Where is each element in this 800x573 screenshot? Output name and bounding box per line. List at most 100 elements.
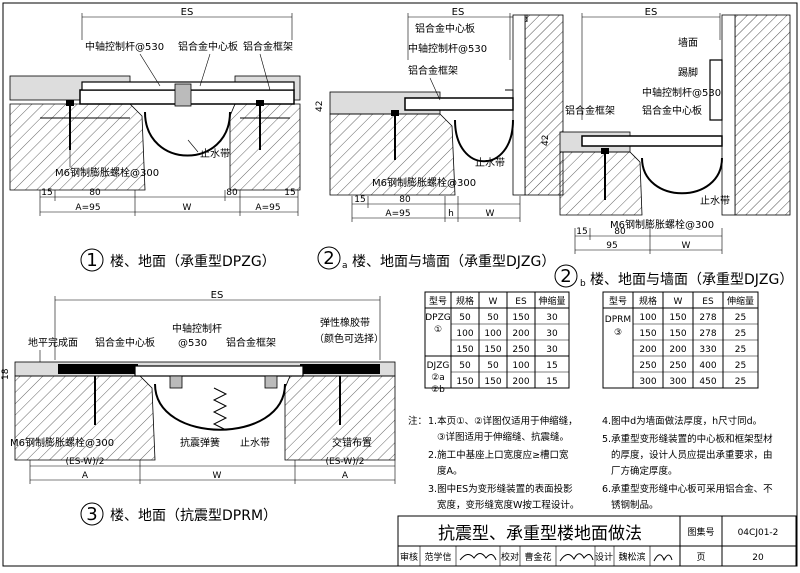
- d3-label-frame: 铝合金框架: [226, 336, 276, 349]
- d2a-dim-42: 42: [315, 101, 325, 112]
- d3-label-staggered: 交错布置: [332, 436, 372, 449]
- table-2-cell: 25: [735, 361, 746, 371]
- table-1-cell: 100: [456, 329, 473, 339]
- tb-design-signature: [653, 554, 673, 562]
- table-2-cell: 150: [639, 329, 656, 339]
- table-2-header: 伸缩量: [727, 295, 754, 307]
- notes-head: 注：: [408, 415, 427, 427]
- d1-concrete-left: [9, 103, 146, 191]
- d3-dim-18: 18: [1, 368, 11, 380]
- d2a-dim-80: 80: [399, 195, 411, 205]
- d1-dim-w: W: [183, 203, 192, 213]
- table-1-model: ②a: [431, 373, 445, 383]
- table-2-model: ③: [614, 328, 622, 338]
- tb-check-name: 曹金花: [524, 551, 551, 563]
- notes: 注： 1.本页①、②详图仅适用于伸缩缝， ③详图适用于伸缩缝、抗震缝。 2.施工…: [408, 415, 773, 511]
- table-2-header: 规格: [639, 295, 657, 307]
- table-2-cell: 100: [639, 313, 656, 323]
- d3-label-axis-rod-1: 中轴控制杆: [172, 322, 222, 335]
- table-2-cell: 250: [639, 361, 656, 371]
- d1-label-axis-rod: 中轴控制杆@530: [85, 40, 164, 53]
- d3-spring: [212, 387, 228, 431]
- d1-waterstop: [144, 111, 231, 157]
- d1-es-label: ES: [181, 7, 194, 18]
- d3-dim-half-right: (ES-W)/2: [326, 457, 365, 467]
- title-block: 抗震型、承重型楼地面做法 图集号 04CJ01-2 审核 范学信 校对 曹金花 …: [397, 515, 797, 567]
- d1-dim-80-left: 80: [89, 188, 101, 198]
- table-1-cell: 150: [456, 377, 473, 387]
- d3-es-label: ES: [211, 290, 224, 301]
- tb-design-name: 魏松滨: [618, 551, 645, 563]
- d2a-number-circle: [317, 246, 341, 270]
- table-1-cell: 50: [487, 361, 499, 371]
- table-2-cell: 300: [639, 377, 656, 387]
- table-2-header: W: [674, 297, 683, 307]
- table-1-cell: 150: [484, 377, 501, 387]
- note-5a: 5.承重型变形缝装置的中心板和框架型材: [602, 433, 773, 445]
- tb-check-signature: [559, 553, 594, 562]
- note-1b: ③详图适用于伸缩缝、抗震缝。: [437, 431, 569, 443]
- d2b-wall: [734, 14, 791, 216]
- d2b-dim-42: 42: [541, 135, 551, 146]
- d1-dim-a95-left: A=95: [75, 203, 100, 213]
- d3-label-rubber-1: 弹性橡胶带: [320, 316, 370, 329]
- d3-title: 楼、地面（抗震型DPRM）: [110, 508, 277, 524]
- table-1-cell: 50: [459, 361, 471, 371]
- table-1-cell: 30: [546, 313, 558, 323]
- d3-label-axis-rod-2: @530: [178, 338, 207, 349]
- d2b-label-waterstop: 止水带: [700, 195, 730, 207]
- d3-number: 3: [86, 504, 97, 525]
- note-3a: 3.图中ES为变形缝装置的表面投影: [428, 483, 573, 495]
- note-3b: 宽度，变形缝宽度W按工程设计。: [437, 499, 579, 511]
- table-1-cell: 15: [546, 377, 557, 387]
- table-1-cell: 250: [512, 345, 529, 355]
- d2a-waterstop: [454, 119, 514, 163]
- table-2-cell: 25: [735, 313, 746, 323]
- table-1-cell: 150: [512, 313, 529, 323]
- tb-review-name: 范学信: [424, 551, 451, 563]
- d2a-label-waterstop: 止水带: [475, 157, 505, 169]
- d2a-number: 2: [323, 248, 334, 269]
- table-1-model: ②b: [431, 385, 445, 395]
- d2b-dim-15: 15: [576, 227, 587, 237]
- note-6b: 锈钢制品。: [611, 499, 659, 511]
- d1-label-center-plate: 铝合金中心板: [178, 40, 238, 53]
- tb-review-signature: [459, 553, 497, 561]
- note-5b: 的厚度，设计人员应提出承重要求，由: [611, 449, 773, 461]
- d3-label-finish: 地平完成面: [28, 336, 78, 349]
- table-2-cell: 25: [735, 377, 746, 387]
- note-1a: 1.本页①、②详图仅适用于伸缩缝，: [428, 415, 578, 427]
- d3-label-bolt: M6钢制膨胀螺栓@300: [10, 436, 114, 449]
- d2b-concrete: [559, 151, 643, 216]
- d2a-label-frame: 铝合金框架: [408, 64, 458, 77]
- tb-review-label: 审核: [400, 551, 418, 563]
- table-1-cell: 100: [512, 361, 529, 371]
- table-2-cell: 250: [669, 361, 686, 371]
- table-2-cell: 400: [699, 361, 716, 371]
- detail-3: ES 18 地平完成面 铝合金中心板 中轴控制杆 @530 铝合金框架 弹性橡胶…: [1, 290, 396, 526]
- table-1-header: 伸缩量: [538, 295, 565, 307]
- d2b-waterstop: [641, 157, 723, 195]
- d2b-es-label: ES: [645, 7, 658, 18]
- d2a-es-label: ES: [452, 7, 465, 18]
- d3-rubber-right: [300, 364, 380, 374]
- d3-concrete-left: [14, 375, 156, 461]
- d2b-label-center-plate: 铝合金中心板: [642, 104, 702, 117]
- table-1-cell: 30: [546, 329, 558, 339]
- d2b-label-wall: 墙面: [678, 36, 698, 49]
- d3-dim-w: W: [213, 471, 222, 481]
- d2a-sub: a: [342, 261, 348, 271]
- table-1-cell: 15: [546, 361, 557, 371]
- d2a-wall: [524, 14, 564, 196]
- d3-waterstop: [154, 383, 286, 431]
- table-2-model: DPRM: [605, 315, 631, 325]
- table-1-header: 规格: [456, 295, 474, 307]
- d2a-label-bolt: M6钢制膨胀螺栓@300: [372, 176, 476, 189]
- d3-dim-a-right: A: [342, 471, 349, 481]
- d2a-dim-15: 15: [354, 195, 365, 205]
- d1-number-circle: [80, 248, 104, 272]
